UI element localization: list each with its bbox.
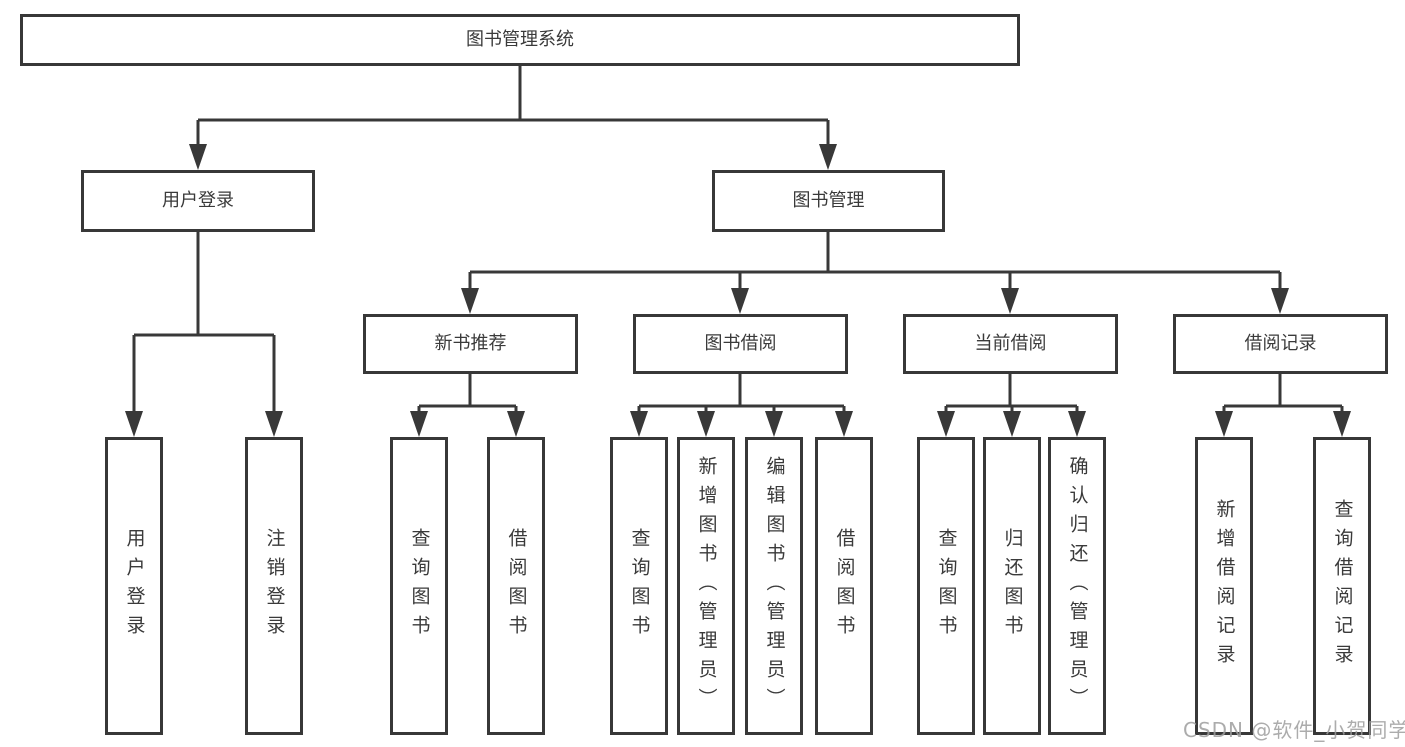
node-root: 图书管理系统 (20, 14, 1020, 66)
node-leaf-query-books-recommend: 查询图书 (390, 437, 448, 735)
node-leaf-return-books: 归还图书 (983, 437, 1041, 735)
node-leaf-logout: 注销登录 (245, 437, 303, 735)
node-borrow-records: 借阅记录 (1173, 314, 1388, 374)
node-leaf-user-login: 用户登录 (105, 437, 163, 735)
csdn-watermark: CSDN @软件_小贺同学 (1183, 718, 1405, 742)
node-leaf-confirm-return-admin: 确认归还（管理员） (1048, 437, 1106, 735)
node-leaf-borrow-books: 借阅图书 (815, 437, 873, 735)
node-leaf-add-borrow-record: 新增借阅记录 (1195, 437, 1253, 735)
node-leaf-query-borrow-record: 查询借阅记录 (1313, 437, 1371, 735)
node-leaf-query-books-current: 查询图书 (917, 437, 975, 735)
node-current-borrow: 当前借阅 (903, 314, 1118, 374)
node-user-login: 用户登录 (81, 170, 315, 232)
node-book-borrow: 图书借阅 (633, 314, 848, 374)
node-new-book-recommend: 新书推荐 (363, 314, 578, 374)
node-leaf-add-books-admin: 新增图书（管理员） (677, 437, 735, 735)
node-leaf-query-books-borrow: 查询图书 (610, 437, 668, 735)
node-leaf-borrow-books-recommend: 借阅图书 (487, 437, 545, 735)
node-book-management: 图书管理 (712, 170, 945, 232)
node-leaf-edit-books-admin: 编辑图书（管理员） (745, 437, 803, 735)
